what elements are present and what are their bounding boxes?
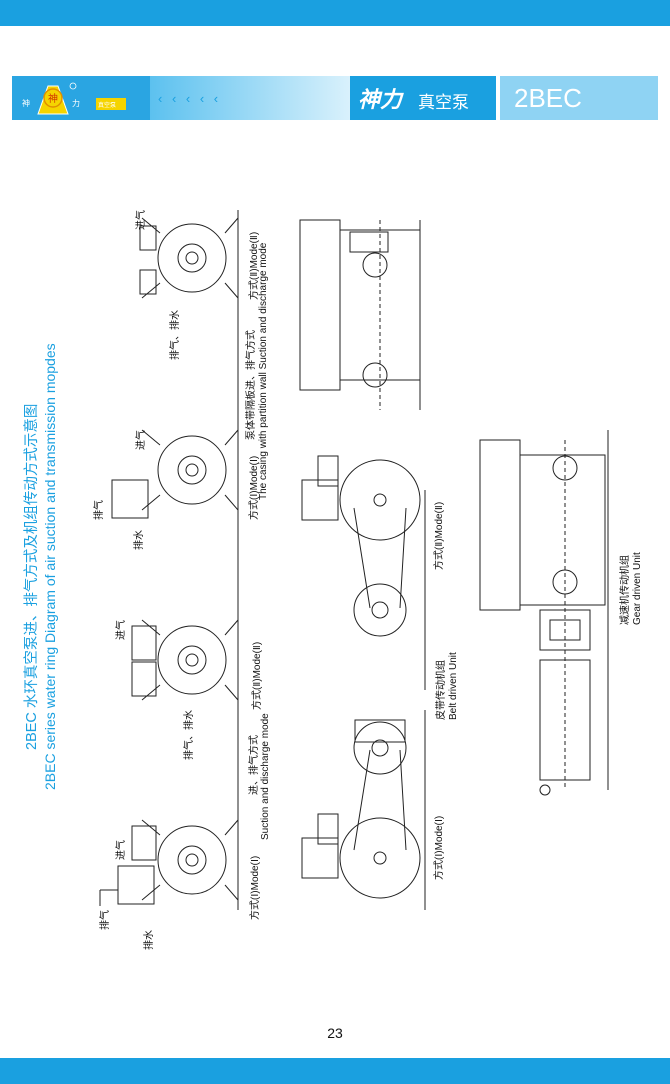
label-suction-discharge-cn: 进、排气方式 (249, 735, 260, 795)
top-bar (0, 0, 670, 26)
pump-partition-mode2-group (139, 217, 239, 299)
page-title-cn: 2BEC 水环真空泵进、排气方式及机组传动方式示意图 (24, 403, 40, 750)
technical-drawing: 进气 排气、排水 方式(Ⅱ)Mode(Ⅱ) 进气 排气 排水 方式(Ⅰ)Mode… (70, 190, 660, 990)
header-brand: 神力 真空泵 (350, 76, 496, 120)
label-suction: 进气 (136, 210, 147, 230)
header-model: 2BEC (500, 76, 658, 120)
header-gradient: ‹ ‹ ‹ ‹ ‹ (150, 76, 350, 120)
label-gear-cn: 减速机传动机组 (620, 555, 631, 625)
chevron-left-icon: ‹ ‹ ‹ ‹ ‹ (158, 91, 222, 106)
page-title-en: 2BEC series water ring Diagram of air su… (42, 343, 58, 790)
gear-unit (479, 430, 609, 796)
label-gas-water-out-2: 排气、排水 (184, 710, 195, 760)
header-logo-panel: 神 神 力 真空泵 (12, 76, 150, 120)
label-suction-3: 进气 (116, 620, 127, 640)
label-discharge-2: 排气 (100, 910, 111, 930)
brand-logo: 神 神 力 真空泵 (18, 80, 138, 116)
logo-char-2: 力 (72, 99, 80, 108)
label-belt-mode1: 方式(Ⅰ)Mode(Ⅰ) (434, 815, 445, 880)
svg-text:神: 神 (48, 92, 58, 105)
brand-subtitle: 真空泵 (418, 93, 469, 112)
label-suction-2: 进气 (136, 430, 147, 450)
belt-unit-mode1 (301, 710, 426, 910)
label-suction-4: 进气 (116, 840, 127, 860)
label-mode1: 方式(Ⅰ)Mode(Ⅰ) (250, 855, 261, 920)
label-discharge: 排气 (94, 500, 105, 520)
label-belt-cn: 皮带传动机组 (436, 660, 447, 720)
partition-pump-assembly (299, 219, 421, 410)
brand-name: 神力 (358, 87, 403, 113)
label-mode2: 方式(Ⅱ)Mode(Ⅱ) (252, 641, 263, 710)
label-belt-en: Belt driven Unit (448, 652, 459, 720)
label-water-out-2: 排水 (144, 930, 155, 950)
pump-mode1-group (99, 819, 239, 906)
logo-char-1: 神 (22, 99, 30, 108)
belt-unit-mode2 (301, 455, 426, 690)
label-belt-mode2: 方式(Ⅱ)Mode(Ⅱ) (434, 501, 445, 570)
label-gas-water-out: 排气、排水 (170, 310, 181, 360)
label-partition-en: The casing with partition wall Suction a… (258, 242, 269, 500)
bottom-bar (0, 1058, 670, 1084)
pump-partition-mode1-group (111, 429, 239, 519)
model-name: 2BEC (514, 83, 582, 113)
label-partition-cn: 泵体带隔板进、排气方式 (246, 330, 257, 440)
label-suction-discharge-en: Suction and discharge mode (260, 713, 271, 840)
label-gear-en: Gear driven Unit (632, 552, 643, 625)
page-number: 23 (327, 1025, 343, 1041)
pump-mode2-group (131, 619, 239, 701)
logo-subtext: 真空泵 (98, 103, 117, 109)
page-header: 神 神 力 真空泵 ‹ ‹ ‹ ‹ ‹ 神力 真空泵 2BEC (12, 76, 658, 120)
label-water-out: 排水 (134, 530, 145, 550)
